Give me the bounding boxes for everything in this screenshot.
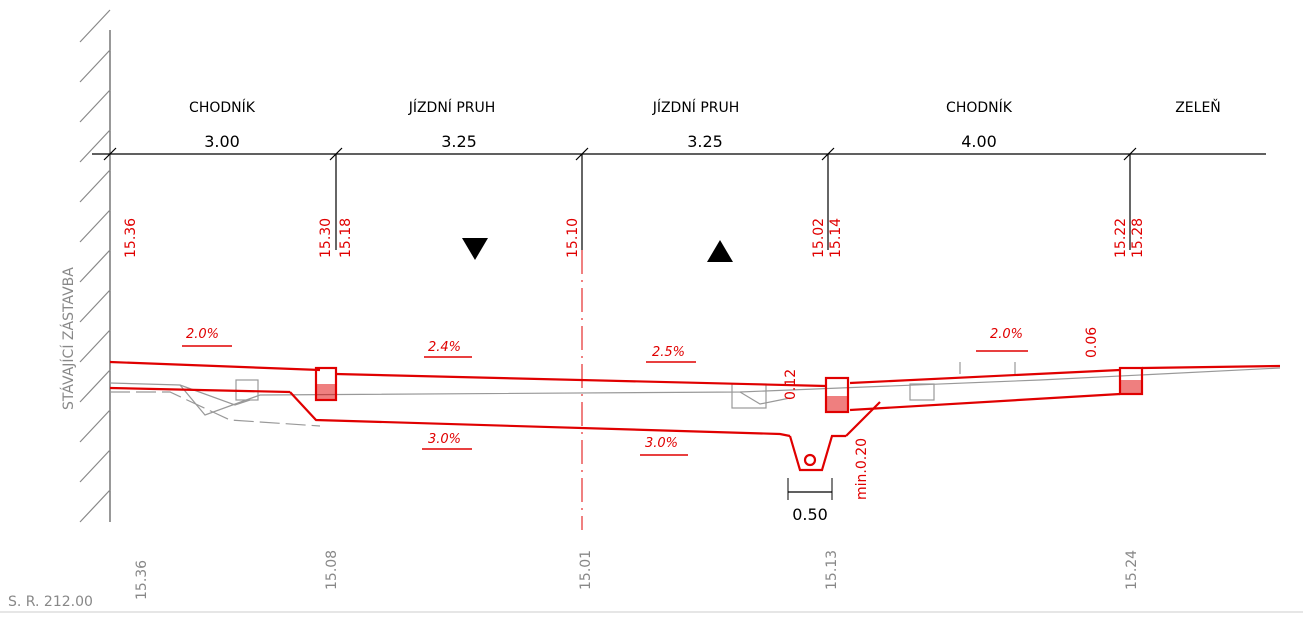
slope-label: 2.5% [652, 345, 685, 360]
side-label: STÁVAJÍCÍ ZÁSTAVBA [60, 267, 77, 410]
drain-width: 0.50 [792, 505, 828, 524]
width-sidewalk-right: 4.00 [961, 132, 997, 151]
existing-elevation: 15.08 [324, 550, 340, 590]
width-lane-left: 3.25 [441, 132, 477, 151]
slope-label: 2.0% [990, 327, 1023, 342]
curbs [314, 366, 1144, 414]
existing-terrain [109, 362, 1281, 427]
existing-elevation: 15.24 [1124, 550, 1140, 590]
curb-height-left: 0.12 [783, 369, 799, 400]
design-elevation: 15.10 [565, 218, 581, 258]
zone-label-sidewalk-right: CHODNÍK [946, 99, 1013, 116]
up-triangle-icon [707, 240, 733, 262]
existing-elevation: 15.01 [578, 550, 594, 590]
design-pavement [109, 360, 1281, 472]
existing-building-hatch [79, 9, 111, 523]
drain-depth: min.0.20 [854, 438, 870, 500]
design-elevation: 15.28 [1130, 218, 1146, 258]
curb-height-right: 0.06 [1084, 327, 1100, 358]
slope-label: 3.0% [645, 436, 678, 451]
zone-label-greenery: ZELEŇ [1175, 99, 1221, 116]
zone-label-sidewalk-left: CHODNÍK [189, 99, 256, 116]
down-triangle-icon [462, 238, 488, 260]
design-elevation: 15.02 [811, 218, 827, 258]
station-label: S. R. 212.00 [8, 594, 93, 610]
existing-elevation: 15.13 [824, 550, 840, 590]
design-elevation: 15.18 [338, 218, 354, 258]
design-elevation: 15.36 [123, 218, 139, 258]
width-lane-right: 3.25 [687, 132, 723, 151]
zone-label-lane-right: JÍZDNÍ PRUH [652, 99, 740, 116]
slope-label: 3.0% [428, 432, 461, 447]
width-sidewalk-left: 3.00 [204, 132, 240, 151]
design-elevation: 15.14 [828, 218, 844, 258]
slope-label: 2.0% [186, 327, 219, 342]
design-elevation: 15.22 [1113, 218, 1129, 258]
existing-elevation: 15.36 [134, 560, 150, 600]
dimension-line [92, 147, 1266, 250]
slope-label: 2.4% [428, 340, 461, 355]
design-elevation: 15.30 [318, 218, 334, 258]
zone-label-lane-left: JÍZDNÍ PRUH [408, 99, 496, 116]
